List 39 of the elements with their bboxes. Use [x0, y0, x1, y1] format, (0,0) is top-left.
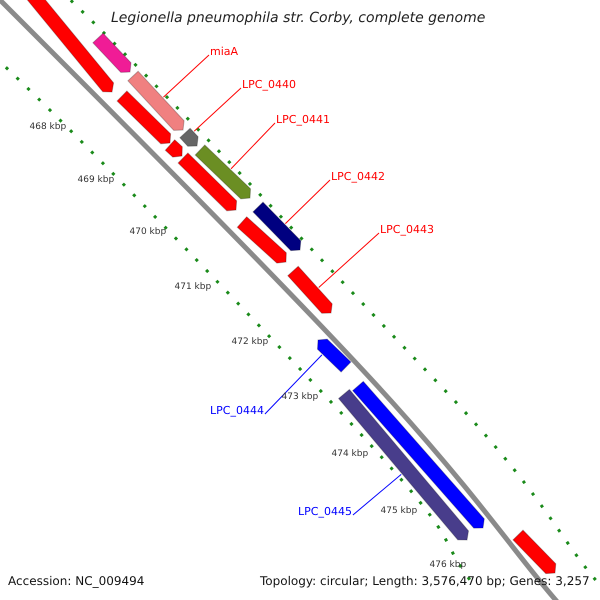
leader-line — [194, 88, 242, 132]
scale-label: 469 kbp — [78, 176, 114, 185]
gene-bar — [236, 216, 287, 264]
gene-label: LPC_0440 — [242, 79, 296, 90]
gene-bar — [127, 70, 185, 131]
gene-label: LPC_0445 — [298, 506, 352, 517]
gene-bar — [92, 32, 132, 73]
leader-line — [264, 354, 322, 414]
gene-bar — [287, 266, 333, 314]
footer-text: Accession: NC_009494 — [8, 575, 144, 587]
gene-bar — [352, 380, 485, 529]
gene-bar — [252, 201, 302, 252]
leader-line — [352, 474, 402, 516]
gene-label: miaA — [210, 46, 238, 57]
gene-label: LPC_0442 — [331, 171, 385, 182]
scale-label: 476 kbp — [430, 561, 466, 570]
leader-line — [284, 180, 330, 224]
leader-line — [230, 122, 276, 170]
footer-text: Topology: circular; Length: 3,576,470 bp; Genes: 3,257 — [260, 575, 590, 587]
leader-line — [318, 232, 380, 288]
gene-bar — [177, 152, 238, 212]
scale-label: 472 kbp — [232, 338, 268, 347]
scale-label: 475 kbp — [380, 507, 418, 516]
gene-bar — [512, 529, 556, 574]
gene-bar — [164, 139, 183, 158]
gene-label: LPC_0444 — [210, 405, 264, 416]
scale-label: 474 kbp — [332, 450, 368, 459]
scale-label: 471 kbp — [174, 283, 212, 292]
scale-label: 468 kbp — [30, 123, 66, 132]
gene-bar — [116, 90, 172, 144]
gene-bar — [179, 128, 199, 147]
gene-label: LPC_0441 — [276, 114, 330, 125]
scale-label: 473 kbp — [282, 393, 318, 402]
gene-label: LPC_0443 — [380, 224, 434, 235]
scale-label: 470 kbp — [130, 228, 166, 237]
gene-bar — [316, 338, 352, 373]
leader-line — [162, 54, 210, 98]
diagram-title: Legionella pneumophila str. Corby, complete genome — [111, 11, 486, 25]
gene-bar — [194, 144, 252, 200]
